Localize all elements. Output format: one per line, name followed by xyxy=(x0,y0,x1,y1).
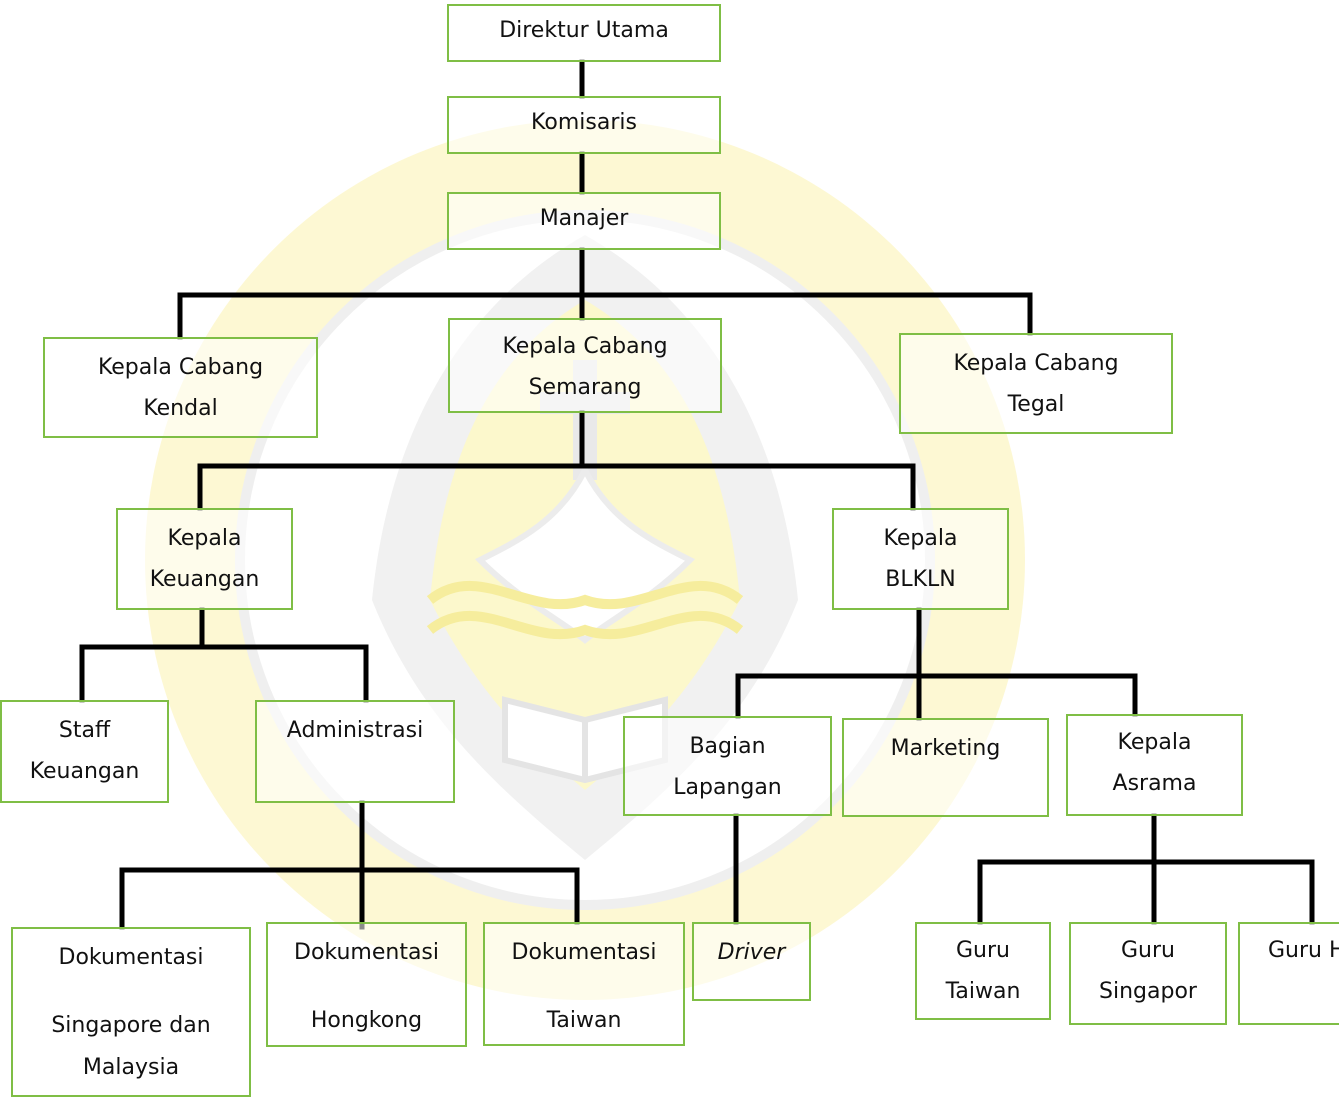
label-line: Singapor xyxy=(1099,979,1197,1004)
label-line: Kepala Cabang xyxy=(502,334,668,359)
label-line: BLKLN xyxy=(885,567,956,592)
label-line: Taiwan xyxy=(945,979,1021,1004)
box-kepala-keuangan: Kepala Keuangan xyxy=(116,508,293,610)
box-dokumentasi-hongkong: Dokumentasi Hongkong xyxy=(266,922,467,1047)
label-line: Taiwan xyxy=(546,1008,622,1033)
box-bagian-lapangan: Bagian Lapangan xyxy=(623,716,832,816)
label-line: Dokumentasi xyxy=(294,940,439,965)
box-komisaris: Komisaris xyxy=(447,96,721,154)
label-line: Marketing xyxy=(890,736,1001,761)
box-kepala-cabang-semarang: Kepala Cabang Semarang xyxy=(448,318,722,413)
label-line: Malaysia xyxy=(82,1055,180,1080)
label-line: Dokumentasi xyxy=(511,940,657,965)
box-kepala-blkln: Kepala BLKLN xyxy=(832,508,1009,610)
label-line: Dokumentasi xyxy=(58,945,204,970)
label-line: Keuangan xyxy=(149,567,260,592)
label-line: Asrama xyxy=(1112,771,1197,796)
label-line: Guru xyxy=(956,938,1010,963)
label-line: Kendal xyxy=(143,396,218,421)
label-line: Lapangan xyxy=(673,775,782,800)
label-line: Semarang xyxy=(528,375,642,400)
box-driver: Driver xyxy=(692,922,811,1001)
box-kepala-cabang-kendal: Kepala Cabang Kendal xyxy=(43,337,318,438)
label-line: Administrasi xyxy=(286,718,424,743)
label-line: Manajer xyxy=(539,206,629,231)
label-line: Bagian xyxy=(689,734,766,759)
box-direktur-utama: Direktur Utama xyxy=(447,4,721,62)
label-line: Kepala xyxy=(1117,730,1192,755)
label-line: Guru xyxy=(1121,938,1175,963)
label-line: Driver xyxy=(717,940,786,965)
label-line: Kepala xyxy=(883,526,958,551)
box-staff-keuangan: Staff Keuangan xyxy=(0,700,169,803)
label-line: Kepala xyxy=(167,526,242,551)
label-line: Tegal xyxy=(1007,392,1065,417)
box-manajer: Manajer xyxy=(447,192,721,250)
box-marketing: Marketing xyxy=(842,718,1049,817)
label-line: Guru H xyxy=(1268,938,1339,963)
box-guru-taiwan: Guru Taiwan xyxy=(915,922,1051,1020)
box-kepala-cabang-tegal: Kepala Cabang Tegal xyxy=(899,333,1173,434)
box-administrasi: Administrasi xyxy=(255,700,455,803)
label-line: Keuangan xyxy=(29,759,140,784)
label-line: Kepala Cabang xyxy=(953,351,1119,376)
label-line: Direktur Utama xyxy=(499,18,669,43)
label-line: Staff xyxy=(58,718,111,743)
label-line: Singapore dan xyxy=(51,1013,211,1038)
box-dokumentasi-singapore-malaysia: Dokumentasi Singapore dan Malaysia xyxy=(11,927,251,1097)
box-guru-hk: Guru H xyxy=(1238,922,1339,1025)
box-dokumentasi-taiwan: Dokumentasi Taiwan xyxy=(483,922,685,1046)
box-kepala-asrama: Kepala Asrama xyxy=(1066,714,1243,816)
box-guru-singapor: Guru Singapor xyxy=(1069,922,1227,1025)
label-line: Komisaris xyxy=(531,110,637,135)
label-line: Hongkong xyxy=(310,1008,423,1033)
label-line: Kepala Cabang xyxy=(97,355,264,380)
